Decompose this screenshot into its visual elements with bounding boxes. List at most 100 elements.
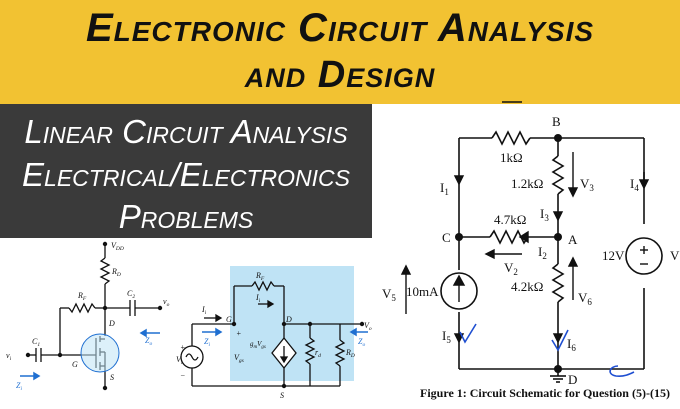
svg-text:VDD: VDD [111,241,124,252]
r1-value: 1kΩ [500,150,523,165]
ss-gate-label: G [226,315,232,324]
ss-vi-label: V [176,355,182,364]
ss-gm-label: g [250,340,254,348]
svg-text:gmVgs: gmVgs [250,340,266,350]
svg-text:RF: RF [255,271,265,282]
ss-ii-sub: i [205,310,207,316]
svg-text:RF: RF [77,291,87,302]
svg-text:Ii: Ii [255,293,261,304]
title-banner: Electronic Circuit Analysis and Design [0,0,680,104]
svg-text:I4: I4 [630,176,639,193]
mosfet-amplifier-diagram: VDD RD RF C2 C1 D G S vo vi Zi Zo [6,241,170,392]
zo-sub: o [149,341,152,347]
v5-sub: 5 [391,293,396,303]
node-a-label: A [568,232,578,247]
svg-text:RD: RD [345,348,355,359]
i1-sub: 1 [444,187,449,197]
svg-text:I1: I1 [440,180,449,197]
ss-rd-label: R [345,348,351,357]
ss-gm-v: V [257,340,262,348]
zi-label: Z [16,381,21,390]
svg-text:vo: vo [163,297,170,308]
topic-linear-circuit-analysis: Linear Circuit Analysis [24,113,348,150]
topic-problems: Problems [118,198,254,235]
svg-text:V5: V5 [382,286,396,303]
svg-text:C2: C2 [127,289,135,300]
rd-label: R [111,267,117,276]
node-d-label: D [568,372,577,387]
v3-label: V [580,176,590,191]
svg-text:Zi: Zi [204,337,210,348]
svg-text:I5: I5 [442,328,451,345]
rf-label: R [77,291,83,300]
vo-sub: o [167,302,170,308]
vi-label: v [6,351,10,360]
c1-label: C [32,337,38,346]
small-signal-model-diagram: RF Ii Ii G D S + − Vi Zi + Vgs gmVgs rd … [176,266,372,400]
ss-vi-sub: i [181,360,183,366]
i3-sub: 3 [544,213,549,223]
svg-text:I3: I3 [540,206,549,223]
svg-text:Vgs: Vgs [234,353,244,364]
ss-zo-sub: o [362,342,365,348]
rf-sub: F [82,296,87,302]
vo-label: v [163,297,167,306]
ss-vgs-plus: + [236,329,241,338]
ss-rd-sub: D [350,353,355,359]
v6-label: V [578,290,588,305]
banner-title-line2: and Design [244,54,436,96]
svg-text:Vo: Vo [364,321,372,332]
i5-sub: 5 [446,335,451,345]
rd-sub: D [116,272,121,278]
svg-text:I6: I6 [567,336,576,353]
ss-plus-label: + [180,343,185,352]
vdd-label: V [111,241,117,250]
i4-label: I [630,176,634,191]
v6-sub: 6 [587,297,592,307]
ss-gm-sub: m [254,345,258,350]
question-circuit-schematic: B C A D 1kΩ 1.2kΩ 4.7kΩ 4.2kΩ I1 I2 I3 I… [382,101,680,387]
vdd-sub: DD [115,246,124,252]
ss-ii2-label: I [255,293,259,302]
i4-sub: 4 [634,183,639,193]
vi-sub: i [10,356,12,362]
ss-rf-sub: F [260,276,265,282]
svg-text:vi: vi [6,351,12,362]
ss-source-label: S [280,391,284,400]
ss-minus-label: − [180,371,185,380]
i6-label: I [567,336,571,351]
zo-label: Z [145,336,150,345]
v2-sub: 2 [513,267,518,277]
svg-text:rd: rd [315,348,321,359]
svg-text:Vi: Vi [176,355,183,366]
ss-vo-label: V [364,321,370,330]
ss-ii-label: I [201,305,205,314]
r4-value: 4.2kΩ [511,279,543,294]
ss-gm-v-sub: gs [261,345,266,350]
topic-electrical-electronics: Electrical/Electronics [22,156,350,193]
ss-zo-label: Z [358,337,363,346]
svg-text:V2: V2 [504,260,518,277]
i5-label: I [442,328,446,343]
gate-label: G [72,360,78,369]
svg-text:Ii: Ii [201,305,207,316]
svg-text:Zi: Zi [16,381,22,392]
i1-label: I [440,180,444,195]
ss-drain-label: D [285,315,292,324]
banner-title-line1: Electronic Circuit Analysis [85,6,595,50]
c2-label: C [127,289,133,298]
ss-zi-label: Z [204,337,209,346]
svg-text:RD: RD [111,267,121,278]
c1-sub: 1 [37,342,40,348]
source-label: S [110,373,114,382]
ss-rd-small-label: r [315,348,319,357]
svg-text:Zo: Zo [358,337,365,348]
v5-label: V [382,286,392,301]
drain-label: D [108,319,115,328]
i2-sub: 2 [542,251,547,261]
v2-label: V [504,260,514,275]
ss-rf-label: R [255,271,261,280]
ss-ii2-sub: i [259,298,261,304]
svg-text:C1: C1 [32,337,40,348]
cut-off-v-label: V [670,248,680,263]
